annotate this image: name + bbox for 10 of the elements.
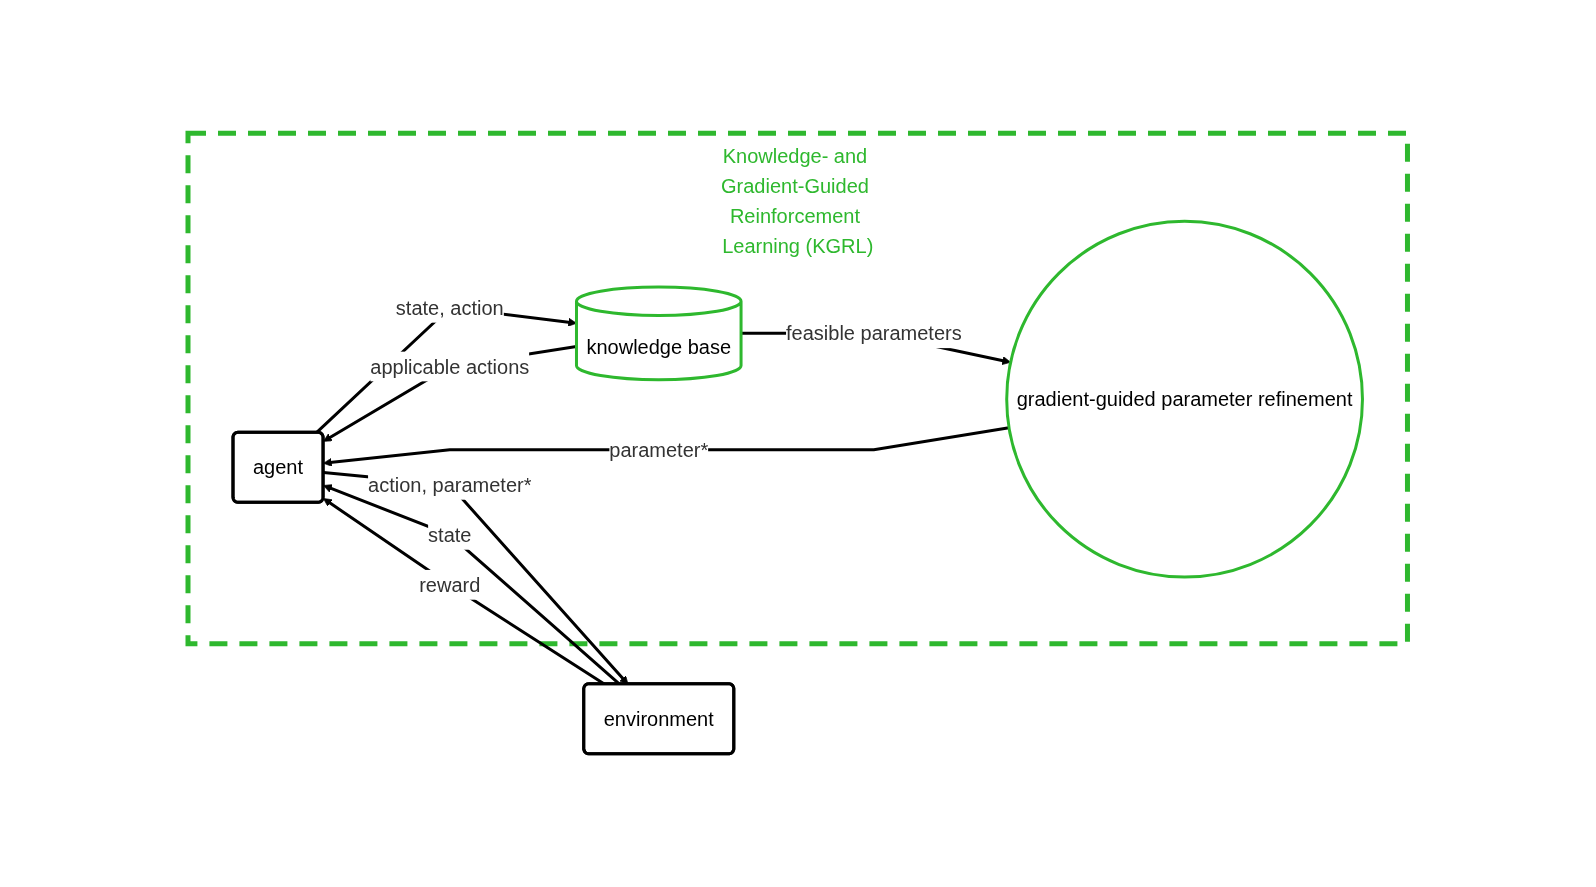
edge-label: feasible parameters xyxy=(786,322,962,345)
edge-label: parameter* xyxy=(609,438,709,461)
edge-label: state, action xyxy=(396,296,504,319)
arrow xyxy=(323,344,577,442)
arrow xyxy=(323,426,1010,467)
edge-label: applicable actions xyxy=(370,355,530,378)
edge-label: state xyxy=(428,523,472,546)
edge-label: reward xyxy=(419,573,481,596)
node-circle: gradient-guided parameter refinement xyxy=(1005,219,1365,579)
edge-label: action, parameter* xyxy=(368,473,532,496)
